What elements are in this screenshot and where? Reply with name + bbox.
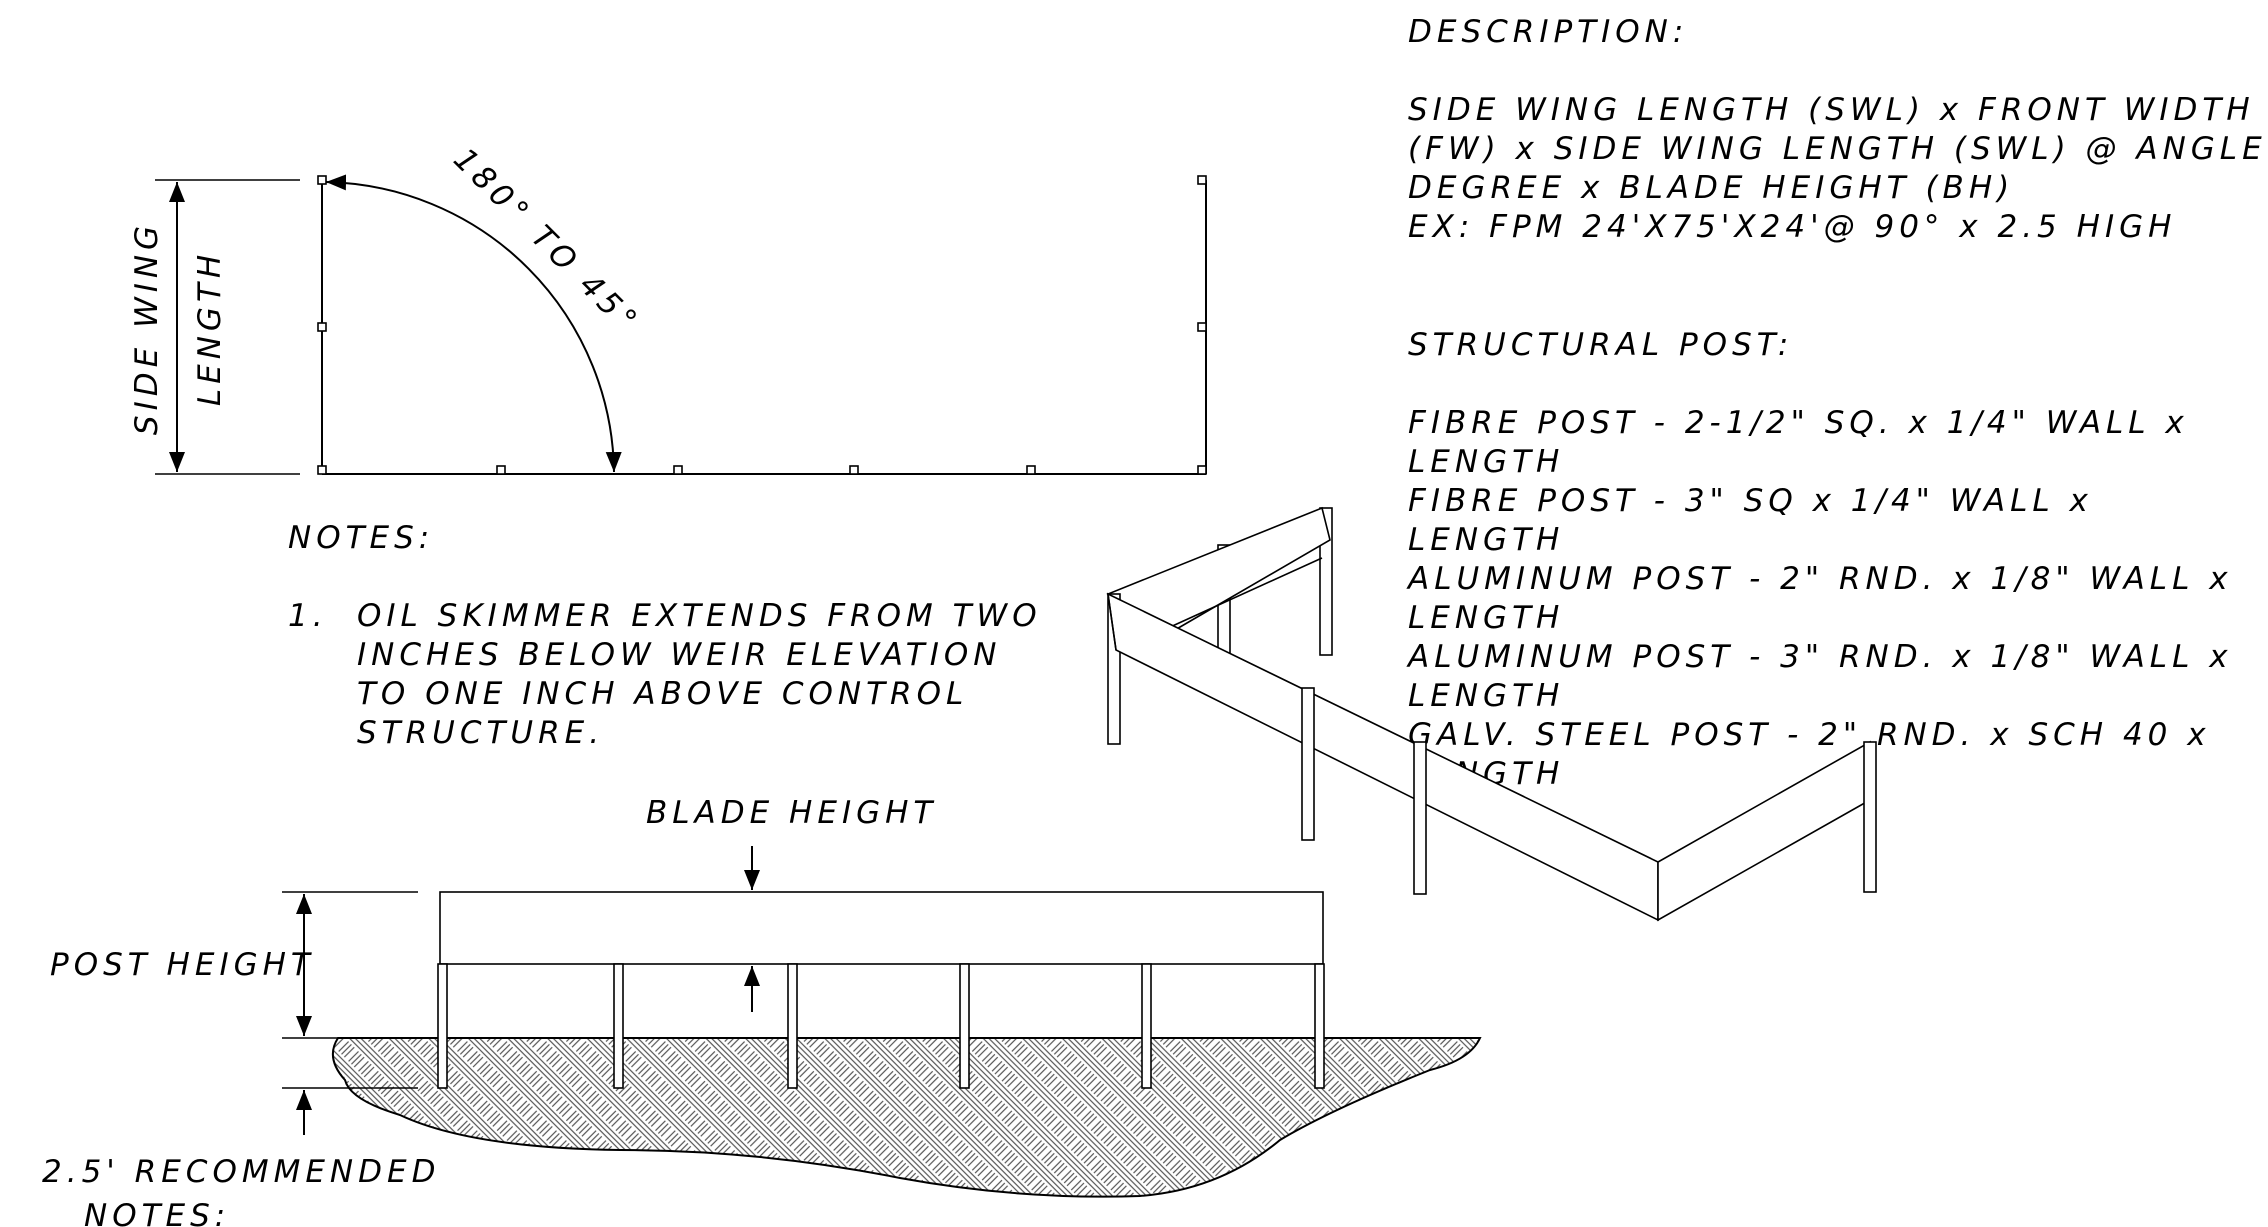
angle-arc xyxy=(325,174,622,473)
post-spec-line: GALV. STEEL POST - 2" RND. x SCH 40 x xyxy=(1408,717,2211,753)
elevation-post xyxy=(613,963,624,1089)
embed-notes-label: NOTES: xyxy=(84,1198,230,1227)
length-label: LENGTH xyxy=(192,250,228,406)
iso-panel-edge xyxy=(1167,557,1323,629)
description-heading: DESCRIPTION: xyxy=(1408,14,1688,50)
note-line: STRUCTURE. xyxy=(357,715,604,751)
note-line: OIL SKIMMER EXTENDS FROM TWO xyxy=(357,598,1042,634)
elevation-post xyxy=(1314,963,1325,1089)
iso-right-wing-panel xyxy=(1657,740,1871,922)
post-marker xyxy=(496,465,506,475)
post-marker xyxy=(1197,465,1207,475)
side-wing-label: SIDE WING xyxy=(129,221,165,435)
elevation-view: BLADE HEIGHT POST HEIGHT 2.5' RECOMMENDE… xyxy=(42,795,1482,1227)
post-marker xyxy=(1026,465,1036,475)
elevation-post xyxy=(437,963,448,1089)
iso-panel-edge xyxy=(1107,593,1117,651)
note-number: 1. xyxy=(288,598,328,634)
angle-label: 180° TO 45° xyxy=(446,141,647,342)
post-marker xyxy=(1197,175,1207,185)
description-block: DESCRIPTION: SIDE WING LENGTH (SWL) x FR… xyxy=(1408,14,2267,245)
post-marker xyxy=(849,465,859,475)
ground-section xyxy=(331,1037,1482,1198)
post-spec-line: ALUMINUM POST - 2" RND. x 1/8" WALL x xyxy=(1406,561,2233,597)
post-marker xyxy=(1197,322,1207,332)
iso-post xyxy=(1413,741,1427,895)
elevation-post xyxy=(959,963,970,1089)
iso-post xyxy=(1863,741,1877,893)
post-spec-line: LENGTH xyxy=(1408,522,1564,558)
post-spec-line: LENGTH xyxy=(1408,600,1564,636)
description-line: DEGREE x BLADE HEIGHT (BH) xyxy=(1408,170,2014,206)
iso-post xyxy=(1301,687,1315,841)
blade xyxy=(439,891,1324,965)
description-line: SIDE WING LENGTH (SWL) x FRONT WIDTH xyxy=(1408,92,2255,128)
elevation-post xyxy=(787,963,798,1089)
post-marker xyxy=(317,465,327,475)
post-spec-line: LENGTH xyxy=(1408,444,1564,480)
description-line: (FW) x SIDE WING LENGTH (SWL) @ ANGLE xyxy=(1408,131,2267,167)
plan-post-markers xyxy=(317,175,1207,475)
embed-label: 2.5' RECOMMENDED xyxy=(42,1154,440,1190)
structural-post-block: STRUCTURAL POST: FIBRE POST - 2-1/2" SQ.… xyxy=(1406,327,2233,792)
structural-post-heading: STRUCTURAL POST: xyxy=(1408,327,1793,363)
notes-heading: NOTES: xyxy=(288,520,434,556)
post-spec-line: FIBRE POST - 3" SQ x 1/4" WALL x xyxy=(1408,483,2093,519)
post-height-label: POST HEIGHT xyxy=(50,947,315,983)
post-marker xyxy=(317,175,327,185)
blade-height-label: BLADE HEIGHT xyxy=(646,795,937,831)
post-spec-line: FIBRE POST - 2-1/2" SQ. x 1/4" WALL x xyxy=(1408,405,2189,441)
plan-view: SIDE WING LENGTH 180° TO 45° xyxy=(129,141,1207,475)
note-line: INCHES BELOW WEIR ELEVATION xyxy=(357,637,1001,673)
post-marker xyxy=(673,465,683,475)
notes-block: NOTES: 1. OIL SKIMMER EXTENDS FROM TWO I… xyxy=(288,520,1042,751)
note-line: TO ONE INCH ABOVE CONTROL xyxy=(357,676,968,712)
description-line: EX: FPM 24'X75'X24'@ 90° x 2.5 HIGH xyxy=(1408,209,2176,245)
elevation-post xyxy=(1141,963,1152,1089)
post-marker xyxy=(317,322,327,332)
isometric-view xyxy=(1106,506,1877,922)
post-spec-line: ALUMINUM POST - 3" RND. x 1/8" WALL x xyxy=(1406,639,2233,675)
post-spec-line: LENGTH xyxy=(1408,678,1564,714)
